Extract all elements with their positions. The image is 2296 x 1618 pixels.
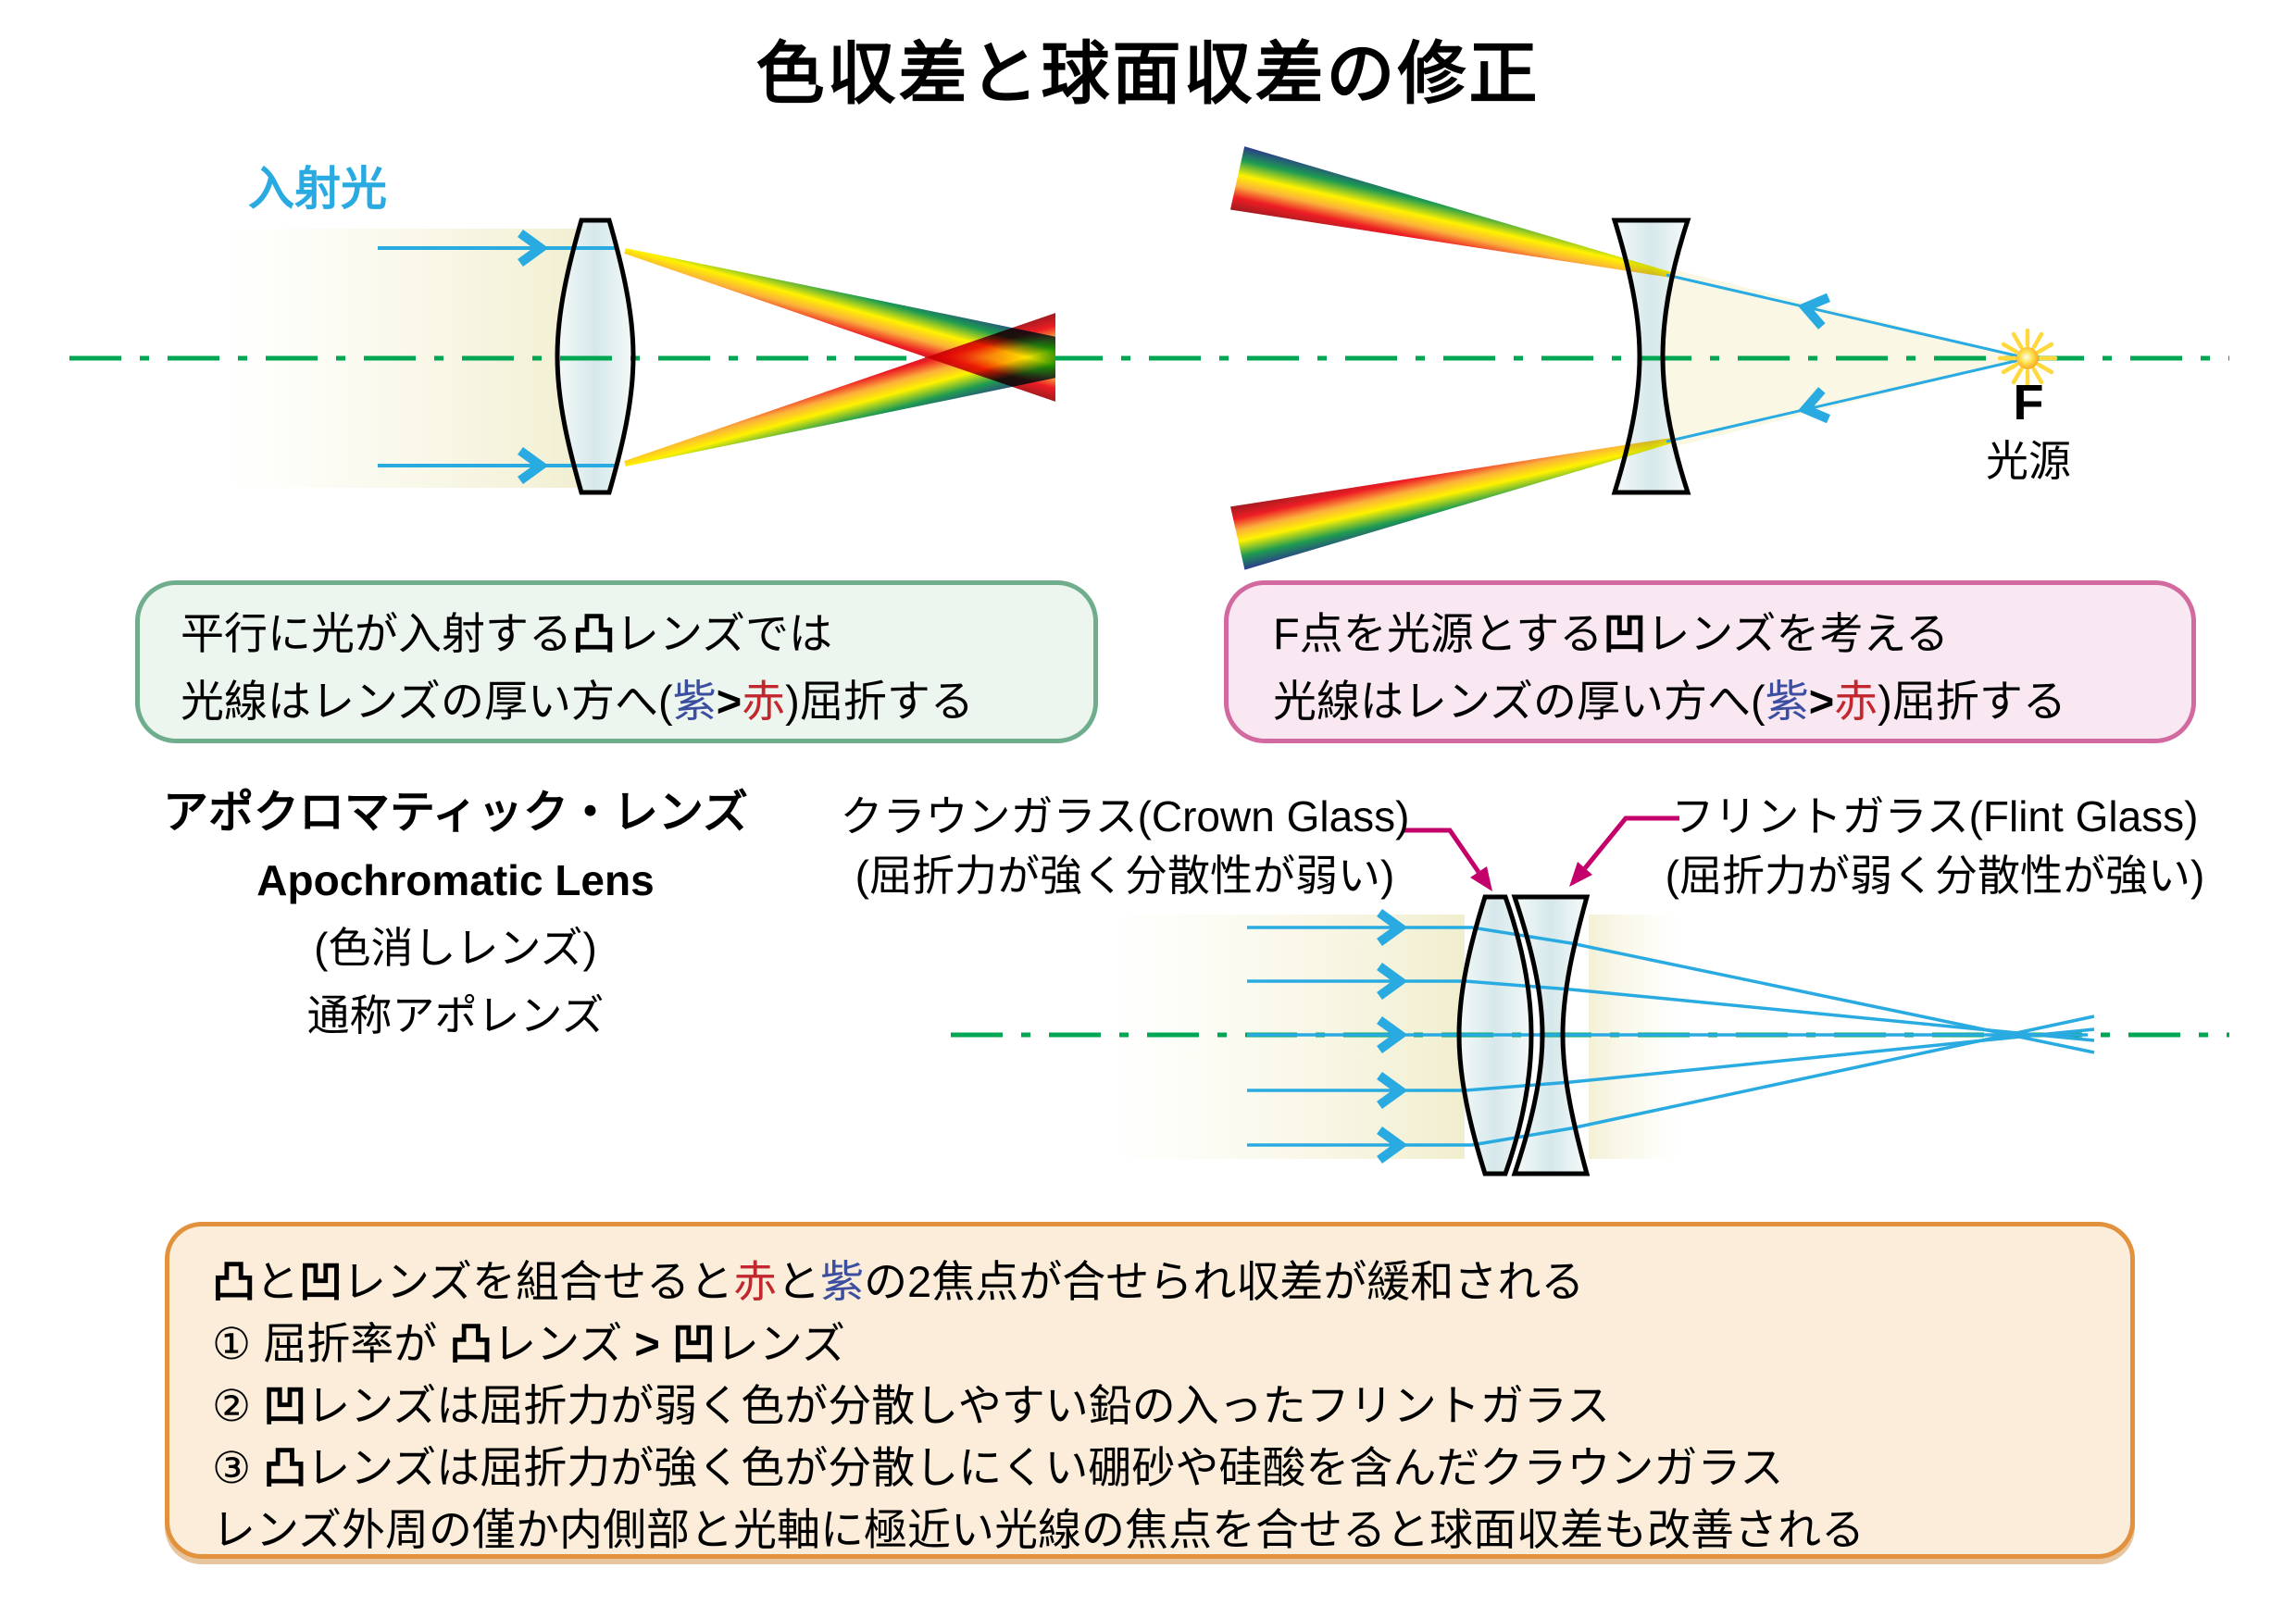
- focus-point-label: F: [2013, 375, 2044, 430]
- apo-title-en: Apochromatic Lens: [256, 856, 655, 904]
- convex-lens: [555, 218, 636, 495]
- page-title: 色収差と球面収差の修正: [755, 35, 1541, 112]
- apo-title-jp: アポクロマティック・レンズ: [162, 788, 749, 838]
- flint-glass-label: フリントガラス(Flint Glass) (屈折力が弱く分散性が強い): [1604, 787, 2265, 905]
- ray-arrowheads-right: [1797, 292, 1830, 424]
- summary-line4: ③ 凸レンズは屈折力が強く色が分散しにくい硼砂や硅酸を含んだクラウンガラス: [212, 1443, 1784, 1492]
- apo-subtitle2: 通称アポレンズ: [306, 991, 605, 1039]
- green-note-box: 平行に光が入射する凸レンズでは 光線はレンズの厚い方へ(紫>赤)屈折する: [135, 580, 1098, 743]
- rainbow-beam-lower: [624, 310, 1055, 467]
- crown-glass-element: [1456, 894, 1534, 1176]
- crown-glass-label: クラウンガラス(Crown Glass) (屈折力が強く分散性が弱い): [782, 787, 1467, 905]
- summary-line3: ② 凹レンズは屈折力が弱く色が分散しやすい鉛の入ったフリントガラス: [212, 1381, 1610, 1430]
- flint-leader-arrowhead-icon: [1569, 862, 1592, 887]
- light-source-icon: [1997, 328, 2058, 389]
- incident-rays-left: [378, 246, 618, 467]
- pink-note-box: F点を光源とする凹レンズを考える 光線はレンズの厚い方へ(紫>赤)屈折する: [1224, 580, 2196, 743]
- label-leader-arrows: [1404, 815, 1679, 891]
- crown-leader-line: [1404, 828, 1481, 874]
- apo-subtitle1: (色消しレンズ): [314, 924, 597, 972]
- pink-note-line2: 光線はレンズの厚い方へ(紫>赤)屈折する: [1273, 677, 2066, 726]
- concave-lens: [1611, 218, 1691, 495]
- ray-arrowheads-bottom: [1377, 908, 1408, 1164]
- summary-line1: 凸と凹レンズを組合せると赤と紫の2焦点が合せられ収差が緩和される: [212, 1257, 1585, 1306]
- flint-glass-element: [1511, 894, 1591, 1176]
- green-note-line2: 光線はレンズの厚い方へ(紫>赤)屈折する: [181, 677, 974, 726]
- lens-outlines: [555, 218, 1691, 1176]
- orange-summary-box: 凸と凹レンズを組合せると赤と紫の2焦点が合せられ収差が緩和される ① 屈折率が …: [165, 1222, 2135, 1559]
- light-source-label: 光源: [1986, 437, 2071, 485]
- apochromatic-lens-label: アポクロマティック・レンズ Apochromatic Lens (色消しレンズ)…: [109, 779, 802, 1050]
- pink-note-line1: F点を光源とする凹レンズを考える: [1273, 609, 1949, 658]
- crown-leader-arrowhead-icon: [1470, 866, 1492, 891]
- green-note-line1: 平行に光が入射する凸レンズでは: [181, 609, 833, 658]
- crown-glass-property: (屈折力が強く分散性が弱い): [855, 852, 1395, 900]
- ray-arrowheads-left: [518, 229, 549, 485]
- source-rays-right: [1666, 273, 2028, 443]
- incident-light-label: 入射光: [248, 163, 387, 215]
- crown-glass-name: クラウンガラス(Crown Glass): [840, 792, 1410, 840]
- flint-leader-line: [1583, 815, 1679, 870]
- summary-line2: ① 屈折率が 凸レンズ > 凹レンズ: [212, 1319, 845, 1368]
- rainbow-beam-upper-right: [1229, 146, 1672, 278]
- convex-lens-dispersion-beams: [624, 248, 1055, 467]
- flint-glass-property: (屈折力が弱く分散性が強い): [1665, 852, 2205, 900]
- incident-rays-bottom: [1247, 926, 2095, 1147]
- flint-glass-name: フリントガラス(Flint Glass): [1671, 792, 2199, 840]
- rainbow-beam-lower-right: [1230, 438, 1672, 570]
- summary-line5: レンズ外周の僅か内側部と光軸に極近い光線の焦点を合せると球面収差も改善される: [212, 1505, 1866, 1554]
